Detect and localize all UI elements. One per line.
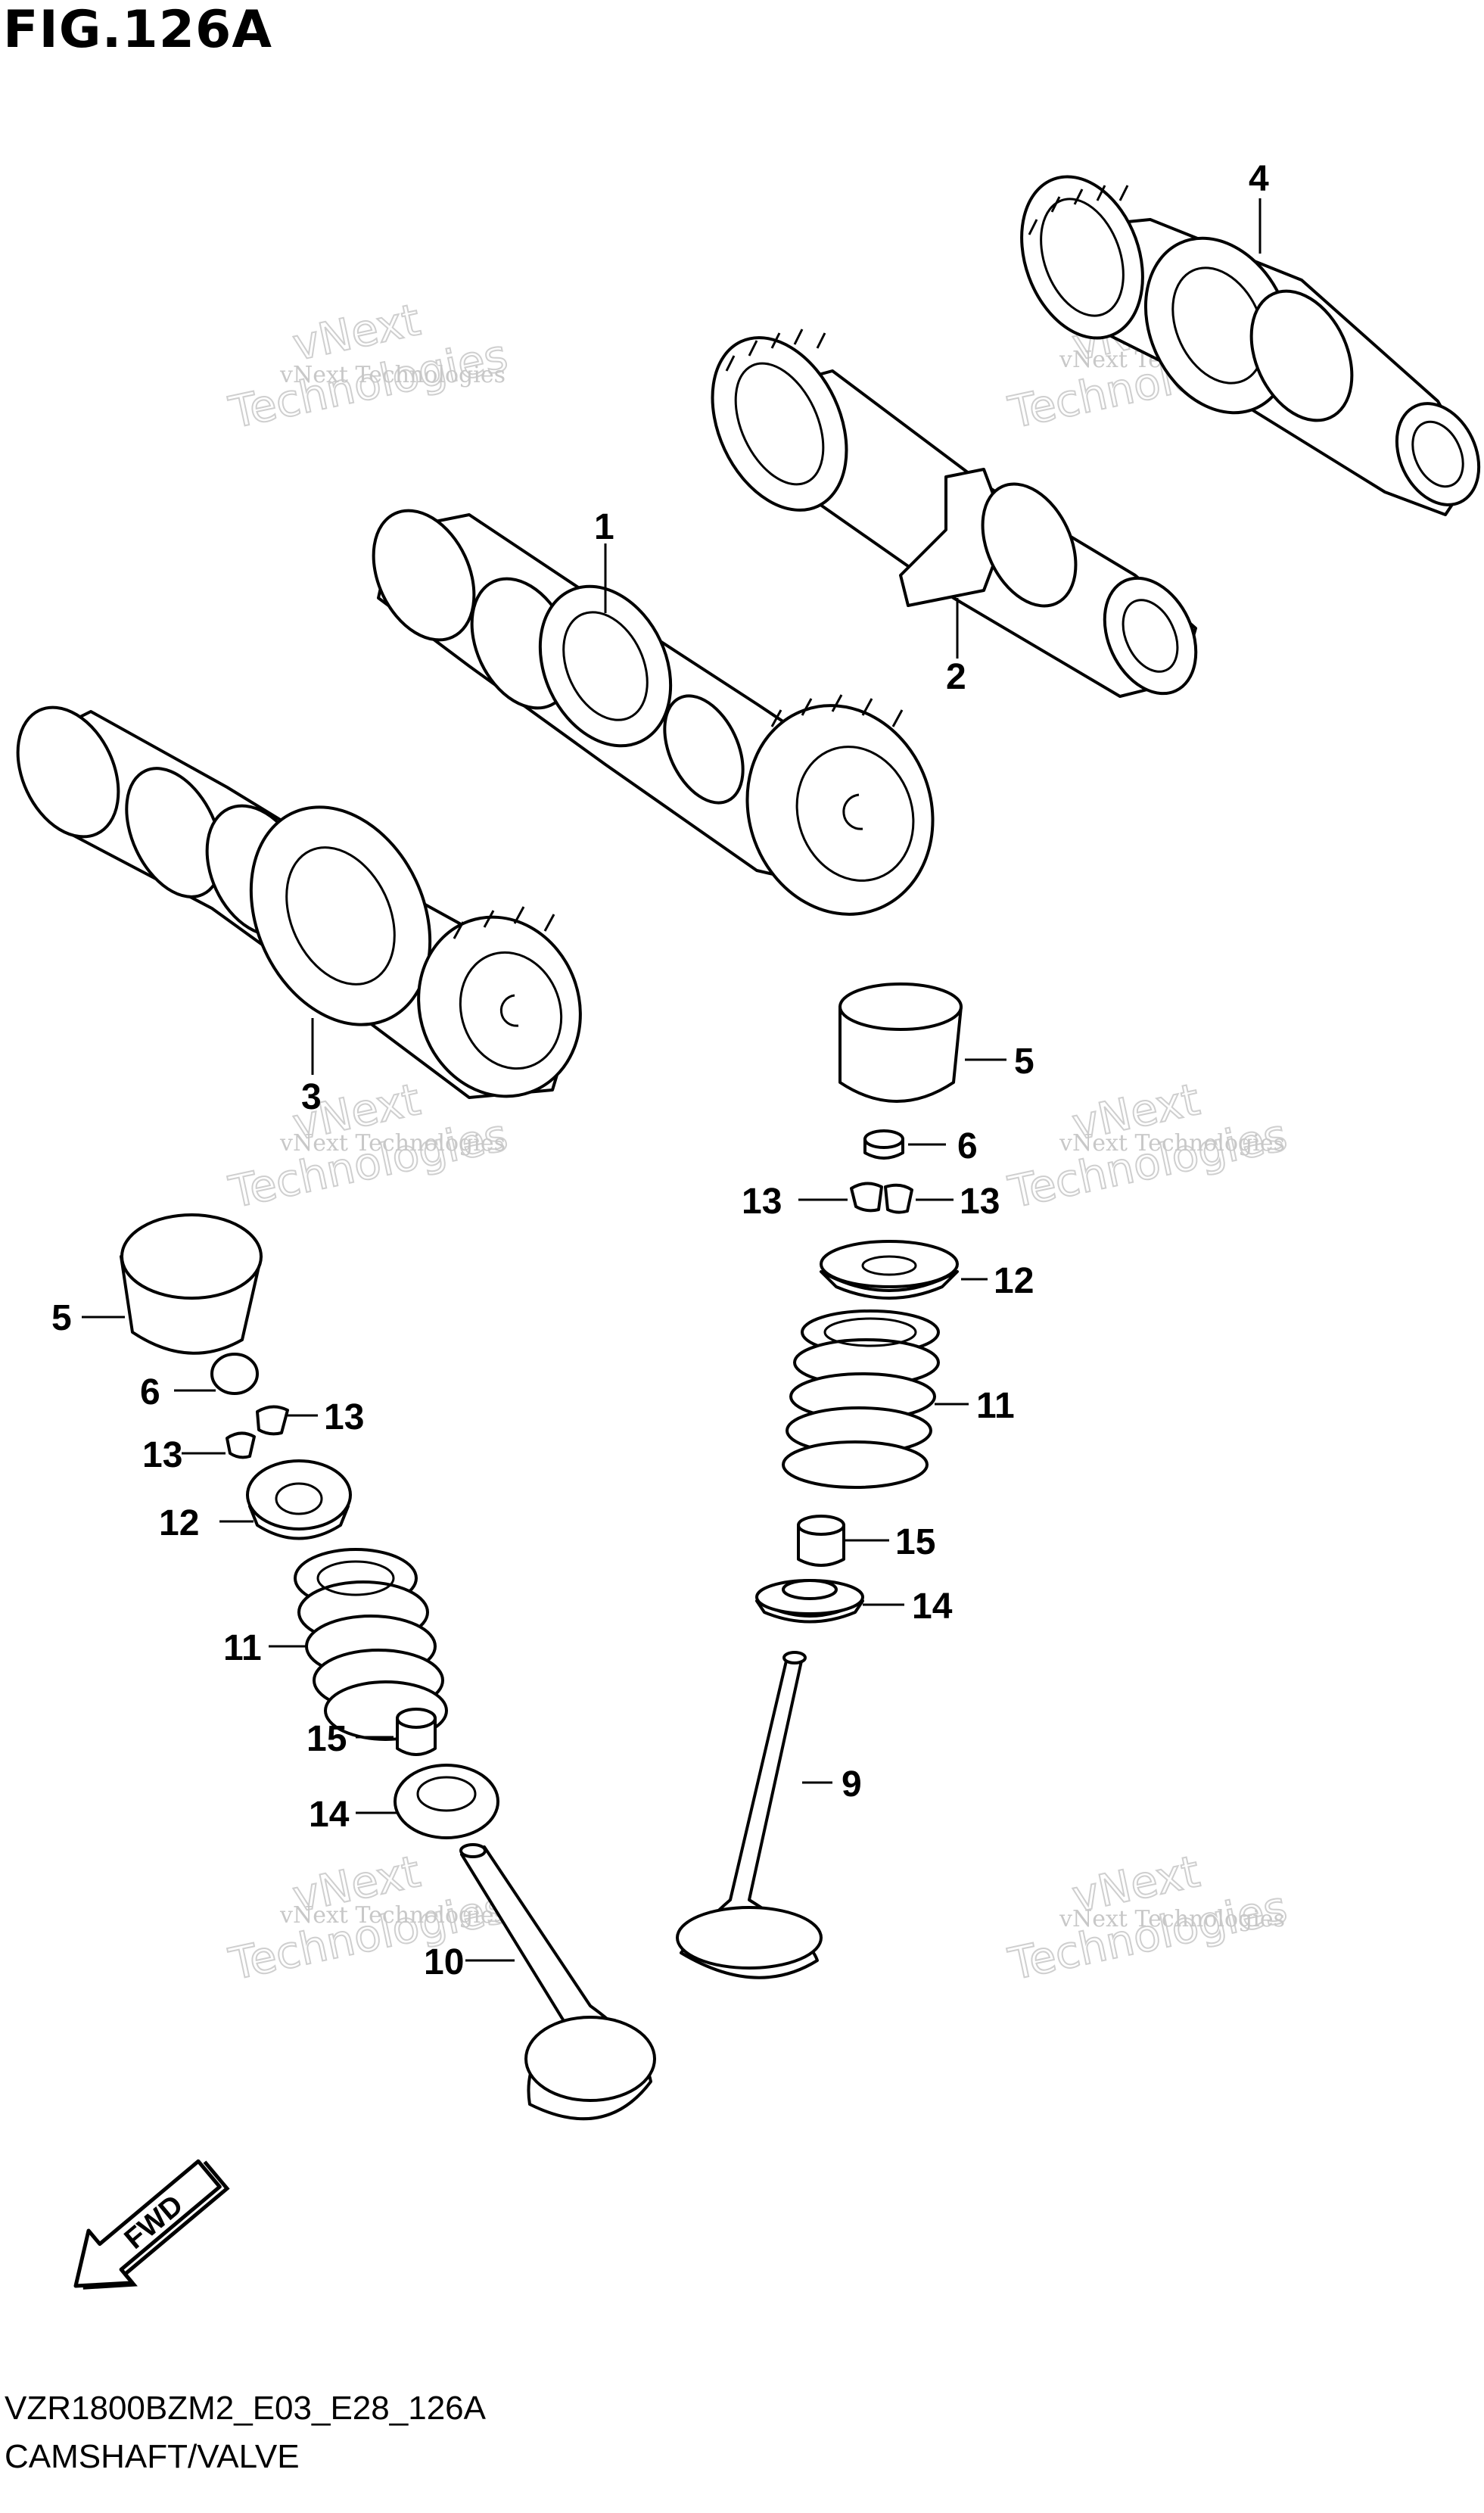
watermark-small: vNext Technologies (1059, 1130, 1285, 1157)
figure-footer: VZR1800BZM2_E03_E28_126A CAMSHAFT/VALVE (5, 2384, 486, 2481)
leader-lines (82, 198, 1262, 1962)
callout-6-right: 6 (957, 1126, 978, 1166)
callout-13-right-b: 13 (960, 1182, 1000, 1222)
callout-2: 2 (946, 657, 966, 697)
callout-14-right: 14 (912, 1587, 953, 1627)
callout-9: 9 (842, 1764, 862, 1805)
camshaft-2 (711, 329, 1198, 698)
callout-13-left-a: 13 (324, 1397, 364, 1437)
callout-labels: 1 2 3 4 5 5 6 6 13 13 13 13 12 12 11 11 … (51, 159, 1269, 1982)
callout-13-right-a: 13 (742, 1182, 782, 1222)
watermark-small: vNext Technologies (279, 1130, 506, 1157)
right-valve-assembly (676, 982, 963, 1979)
callout-4: 4 (1249, 159, 1269, 199)
figure-caption: CAMSHAFT/VALVE (5, 2437, 300, 2475)
callout-3: 3 (301, 1077, 322, 1117)
callout-12-right: 12 (994, 1261, 1034, 1301)
callout-5-left: 5 (51, 1298, 72, 1338)
callout-5-right: 5 (1014, 1042, 1034, 1082)
watermark-small: vNext Technologies (279, 1902, 506, 1929)
fwd-arrow: FWD (73, 2159, 230, 2290)
figure-code: VZR1800BZM2_E03_E28_126A (5, 2390, 486, 2427)
callout-1: 1 (594, 507, 614, 547)
callout-12-left: 12 (159, 1503, 199, 1543)
camshaft-1 (372, 509, 935, 916)
callout-11-left: 11 (223, 1628, 262, 1668)
callout-13-left-b: 13 (142, 1435, 182, 1475)
callout-10: 10 (424, 1942, 464, 1982)
callout-6-left: 6 (140, 1372, 160, 1412)
callout-14-left: 14 (309, 1795, 350, 1835)
camshaft-3 (16, 705, 582, 1099)
callout-15-right: 15 (895, 1522, 935, 1562)
valve-spring-right (782, 1309, 940, 1489)
figure-title: FIG.126A (3, 0, 272, 60)
left-valve-assembly (120, 1213, 656, 2121)
callout-11-right: 11 (976, 1386, 1015, 1426)
camshaft-4 (1020, 175, 1481, 516)
watermark-small: vNext Technologies (279, 362, 506, 388)
watermark-small: vNext Technologies (1059, 1906, 1285, 1932)
callout-15-left: 15 (306, 1719, 347, 1759)
